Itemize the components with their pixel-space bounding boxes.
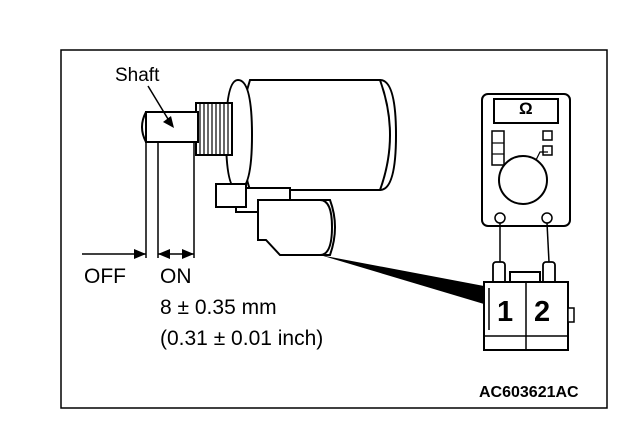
- stroke-mm-label: 8 ± 0.35 mm: [160, 296, 277, 319]
- off-position-arrow: [134, 249, 146, 259]
- off-label: OFF: [84, 265, 126, 288]
- connector-divisions: [484, 282, 568, 350]
- shaft-leader-line: [147, 85, 169, 120]
- stroke-dimension: [82, 142, 195, 258]
- shaft: [141, 111, 199, 143]
- figure-border: [60, 49, 608, 409]
- ohm-symbol-icon: Ω: [519, 99, 533, 118]
- shaft-leader-arrow: [163, 116, 174, 128]
- terminal-2-label: 2: [534, 296, 551, 328]
- terminal-1-label: 1: [497, 296, 514, 328]
- figure-code-label: AC603621AC: [479, 384, 579, 401]
- ohmmeter: [481, 93, 571, 227]
- actuator-body: [195, 78, 398, 256]
- on-position-arrow-right: [182, 249, 194, 259]
- ohmmeter-details: [492, 142, 548, 161]
- on-label: ON: [160, 265, 192, 288]
- stroke-inch-label: (0.31 ± 0.01 inch): [160, 327, 324, 350]
- on-position-arrow-left: [158, 249, 170, 259]
- boss-threads: [199, 103, 229, 155]
- shaft-label: Shaft: [115, 65, 160, 86]
- connector-callout: [320, 255, 484, 304]
- test-leads: [499, 222, 550, 263]
